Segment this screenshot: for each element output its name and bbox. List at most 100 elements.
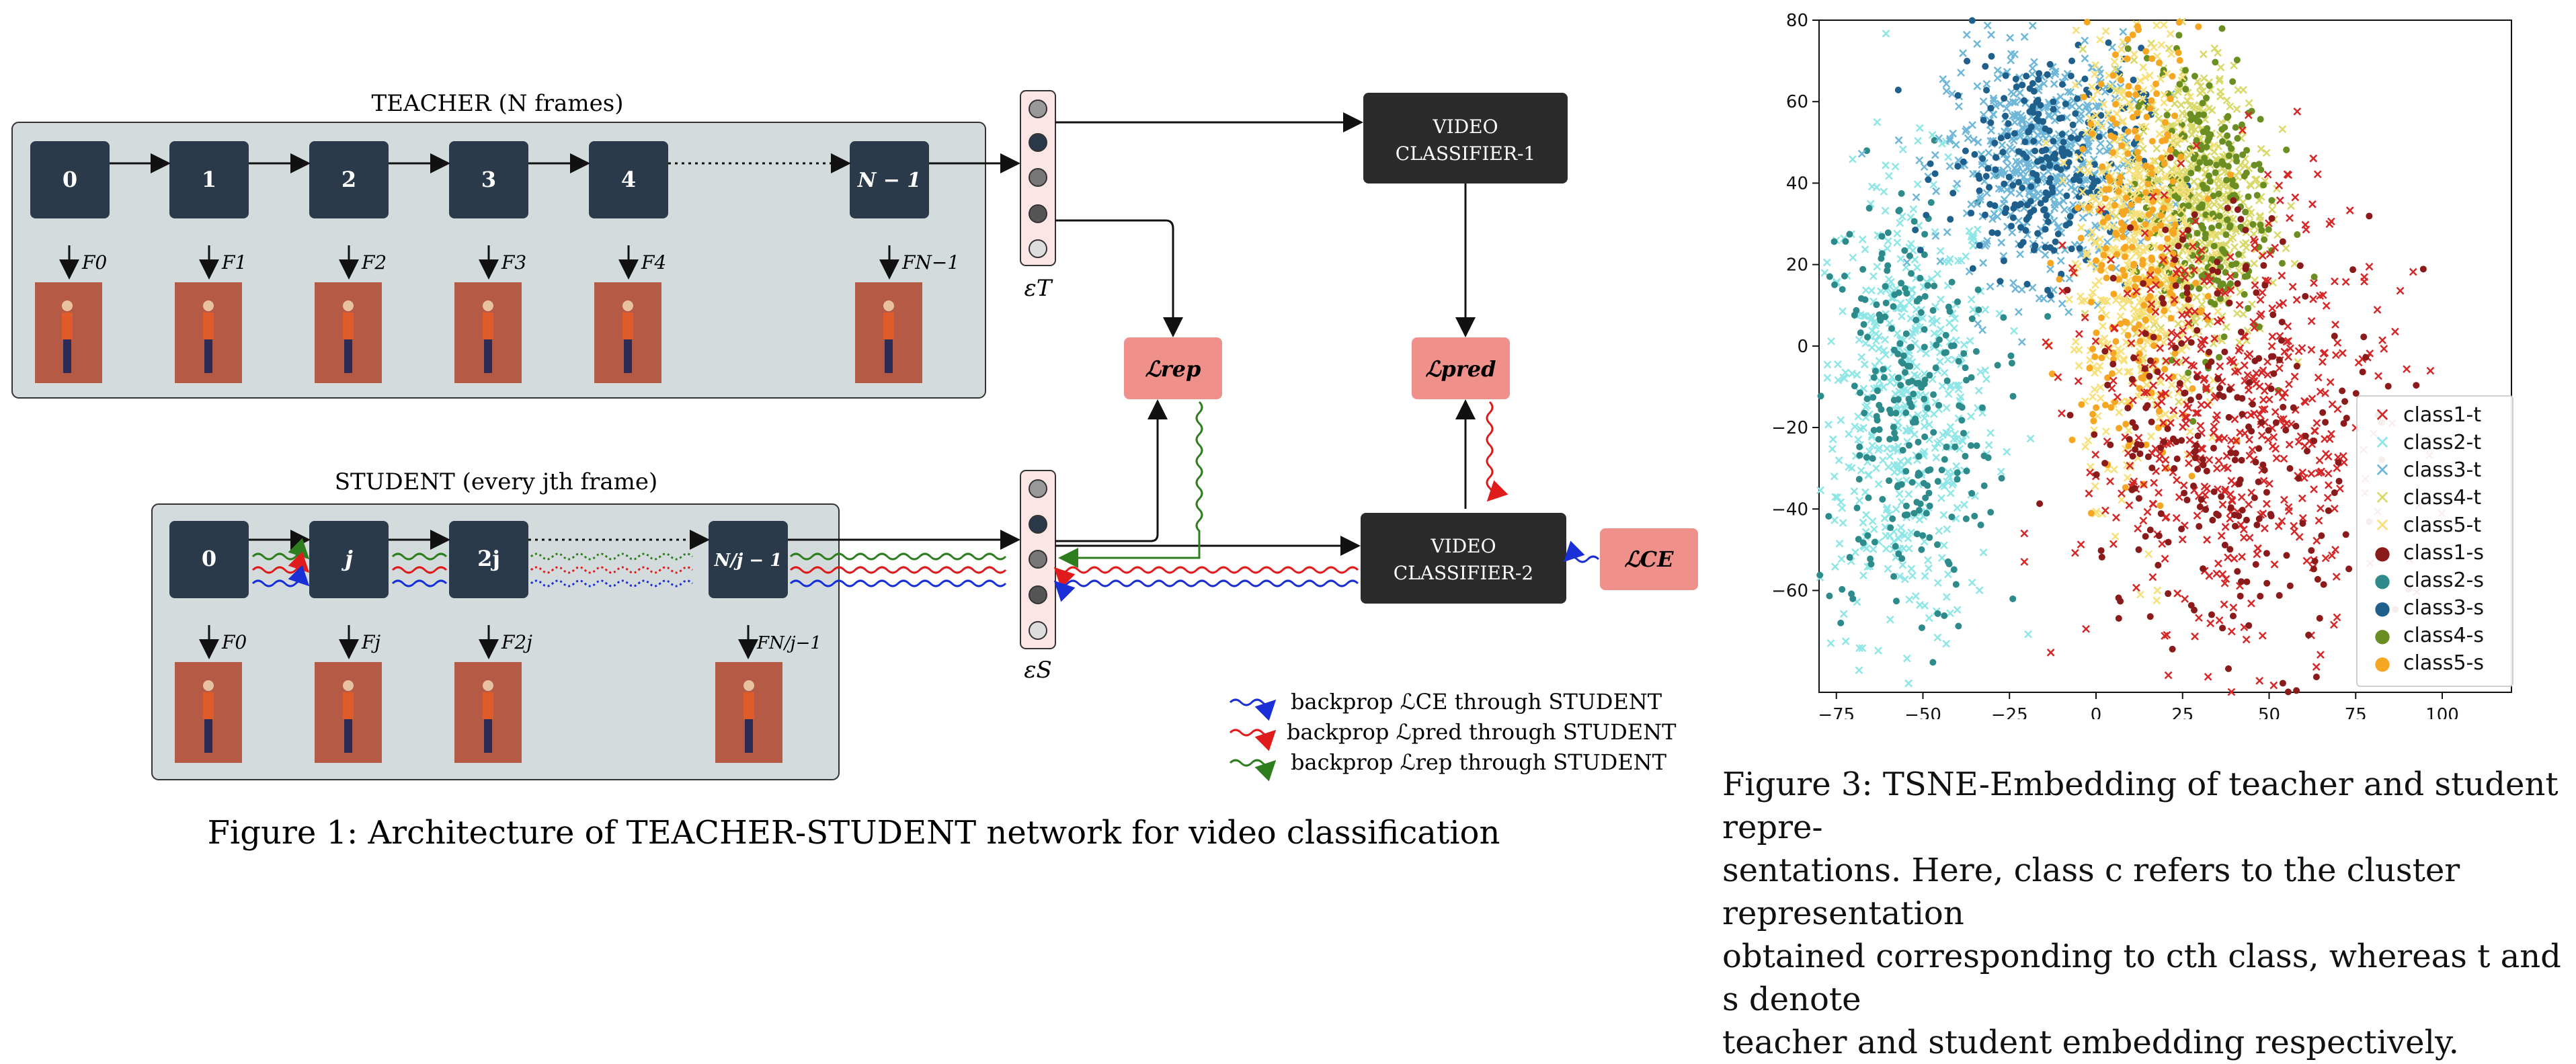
scatter-point-class4-t (2216, 202, 2224, 211)
scatter-point-class1-s (2263, 489, 2270, 496)
scatter-point-class5-s (2105, 186, 2113, 193)
scatter-point-class1-t (2245, 386, 2253, 395)
scatter-point-class2-t (1867, 432, 1876, 441)
scatter-point-class1-t (2190, 266, 2198, 274)
scatter-point-class1-t (2409, 268, 2417, 276)
svg-text:F0: F0 (81, 251, 107, 274)
scatter-point-class1-t (2184, 319, 2193, 327)
scatter-point-class2-s (1915, 507, 1923, 514)
scatter-point-class2-s (1955, 358, 1962, 365)
scatter-point-class1-s (2413, 382, 2420, 389)
scatter-point-class5-t (2168, 171, 2177, 179)
scatter-point-class5-t (2214, 307, 2222, 316)
scatter-point-class5-t (2179, 186, 2188, 194)
scatter-point-class1-s (2237, 216, 2245, 223)
scatter-point-class1-t (2058, 409, 2066, 417)
scatter-point-class5-t (2118, 118, 2126, 126)
scatter-point-class1-t (2322, 450, 2330, 458)
scatter-point-class1-s (2173, 455, 2181, 462)
scatter-point-class3-s (2017, 224, 2025, 231)
scatter-point-class5-s (2142, 189, 2150, 196)
scatter-point-class3-s (2076, 245, 2083, 252)
scatter-point-class1-t (2069, 269, 2078, 277)
scatter-point-class3-t (2081, 54, 2089, 63)
scatter-point-class4-s (2234, 134, 2241, 142)
scatter-point-class1-t (2132, 287, 2140, 296)
scatter-point-class3-s (2042, 226, 2049, 233)
scatter-point-class1-t (2075, 330, 2083, 338)
svg-text:CLASSIFIER-1: CLASSIFIER-1 (1396, 142, 1535, 165)
scatter-point-class1-s (2132, 423, 2139, 431)
scatter-point-class3-s (2069, 121, 2077, 128)
scatter-point-class5-t (2116, 312, 2125, 321)
scatter-point-class1-t (2245, 452, 2254, 460)
scatter-point-class2-s (1917, 274, 1924, 282)
scatter-point-class3-t (1945, 136, 1954, 145)
scatter-point-class1-s (2167, 154, 2174, 161)
scatter-point-class5-t (2074, 262, 2082, 271)
scatter-point-class2-s (1873, 301, 1880, 309)
scatter-point-class2-s (1826, 592, 1833, 600)
scatter-point-class3-s (2050, 106, 2057, 113)
scatter-point-class1-t (2272, 454, 2281, 462)
x-marker-icon: ✕ (2374, 404, 2390, 426)
scatter-point-class2-s (1876, 426, 1883, 434)
loss-rep-box: ℒrep (1124, 337, 1222, 399)
scatter-point-class2-t (1960, 501, 1968, 509)
scatter-point-class3-t (1987, 126, 1995, 135)
scatter-point-class5-s (2100, 251, 2107, 259)
scatter-point-class3-s (2040, 118, 2047, 125)
scatter-point-class1-t (2202, 385, 2210, 394)
scatter-point-class2-s (1960, 429, 1967, 437)
scatter-point-class1-t (2161, 632, 2169, 640)
scatter-point-class4-s (2163, 112, 2171, 119)
figure1-caption: Figure 1: Architecture of TEACHER-STUDEN… (208, 814, 1500, 852)
scatter-point-class3-t (1857, 149, 1866, 158)
scatter-point-class3-s (2040, 206, 2047, 214)
scatter-point-class1-s (2272, 419, 2280, 426)
scatter-point-class2-s (1917, 309, 1925, 317)
scatter-point-class5-t (2081, 442, 2090, 451)
scatter-point-class3-t (1915, 156, 1924, 165)
scatter-point-class1-t (2284, 353, 2292, 361)
scatter-point-class2-t (1855, 666, 1863, 675)
scatter-point-class2-s (1921, 376, 1929, 384)
scatter-point-class1-s (2263, 579, 2271, 587)
scatter-point-class1-t (2163, 244, 2171, 253)
scatter-point-class3-t (1973, 82, 1982, 91)
scatter-point-class5-t (2157, 327, 2165, 335)
scatter-point-class2-t (1937, 494, 1945, 503)
scatter-point-class2-t (1944, 390, 1953, 398)
scatter-point-class5-s (2124, 128, 2132, 135)
scatter-point-class5-s (2204, 292, 2212, 300)
scatter-point-class5-s (2116, 179, 2124, 186)
scatter-point-class3-t (2020, 33, 2029, 41)
scatter-point-class2-t (1860, 360, 1869, 369)
scatter-point-class1-t (2360, 273, 2368, 282)
scatter-point-class3-t (2060, 206, 2069, 214)
scatter-point-class3-s (2070, 176, 2077, 183)
scatter-point-class1-t (2185, 459, 2193, 468)
scatter-point-class1-s (2169, 645, 2176, 653)
scatter-point-class5-s (2134, 134, 2141, 141)
scatter-point-class2-t (1880, 514, 1889, 522)
scatter-point-class5-s (2149, 206, 2157, 213)
scatter-point-class2-t (1867, 343, 1876, 352)
scatter-point-class1-t (2118, 489, 2126, 498)
scatter-point-class1-t (2245, 436, 2253, 444)
scatter-point-class4-t (2222, 96, 2231, 105)
scatter-point-class5-t (2126, 178, 2135, 187)
scatter-point-class5-t (2159, 338, 2168, 347)
scatter-point-class5-t (2099, 100, 2108, 109)
scatter-point-class3-s (2034, 158, 2041, 165)
scatter-point-class5-s (2089, 345, 2097, 353)
scatter-point-class2-t (1883, 503, 1892, 512)
scatter-point-class4-s (2178, 132, 2185, 139)
scatter-point-class1-t (2191, 409, 2200, 417)
scatter-point-class1-s (2184, 227, 2191, 234)
scatter-point-class2-t (1905, 544, 1913, 553)
scatter-point-class2-t (1896, 389, 1905, 398)
scatter-point-class5-s (2146, 105, 2154, 112)
scatter-point-class1-t (2200, 277, 2208, 286)
scatter-point-class3-t (2013, 160, 2022, 169)
